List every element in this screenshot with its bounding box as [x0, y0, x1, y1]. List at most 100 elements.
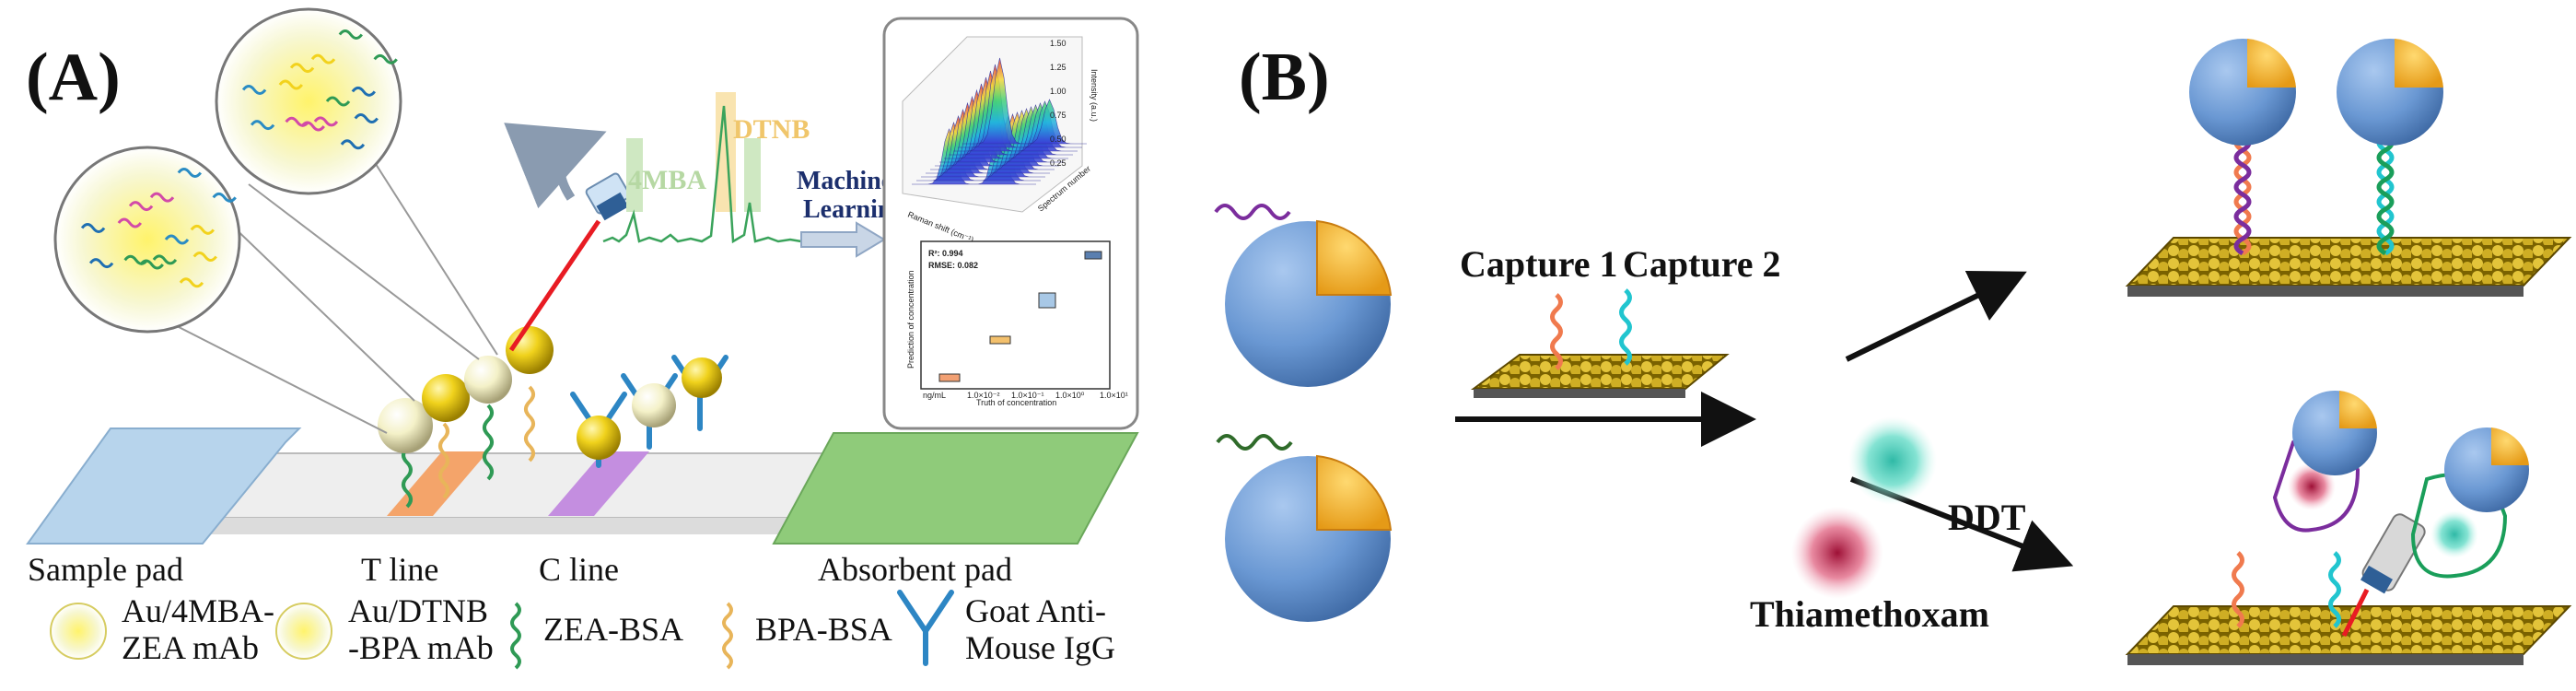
panel-b: (B) Capture 1 Capture 2 DDT Thiamet — [1214, 39, 2572, 665]
antibody-squiggle — [289, 63, 315, 74]
regression-x-tick: ng/mL — [923, 391, 946, 400]
antibody-squiggle — [241, 85, 267, 95]
3d-spectra-plot: Intensity (a.u.) Raman shift (cm⁻¹) Spec… — [902, 36, 1099, 244]
legend-bpa-bsa: BPA-BSA — [755, 611, 892, 648]
spectrum-label-4mba: 4MBA — [628, 165, 706, 195]
magnifier-au-4mba — [53, 146, 415, 434]
capture-substrate — [1470, 288, 1730, 398]
pale-nanoparticle — [378, 398, 433, 453]
ddt-label: DDT — [1948, 497, 2026, 538]
antibody-squiggle — [88, 258, 114, 269]
thiamethoxam-label: Thiamethoxam — [1750, 593, 1989, 635]
capture2-label: Capture 2 — [1623, 243, 1780, 285]
antibody-squiggle — [338, 29, 364, 40]
pale-nanoparticle — [632, 383, 676, 427]
c-line-band — [548, 451, 649, 516]
regression-xlabel: Truth of concentration — [976, 398, 1056, 407]
magnifier-contents — [80, 29, 398, 288]
legend-goat-line2: Mouse IgG — [965, 629, 1115, 666]
lateral-flow-strip — [26, 427, 1139, 545]
plot3d-zlabel: Intensity (a.u.) — [1090, 69, 1099, 122]
plot3d-z-tick: 0.25 — [1050, 158, 1067, 168]
antibody-squiggle — [373, 53, 398, 64]
au-dtnb-legend-icon — [275, 603, 332, 660]
antibody-squiggle — [117, 217, 143, 228]
plot3d-z-tick: 0.75 — [1050, 111, 1067, 120]
regression-x-tick: 1.0×10¹ — [1100, 391, 1128, 400]
antibody-squiggle — [179, 277, 204, 288]
regression-boxes — [938, 251, 1102, 382]
zea-bsa-legend-icon — [510, 602, 521, 670]
absorbent-pad — [772, 432, 1139, 545]
antibody-squiggle — [325, 96, 351, 107]
c-line-label: C line — [539, 551, 619, 588]
antibody-squiggle — [313, 116, 339, 127]
regression-r2: R²: 0.994 — [928, 249, 963, 258]
antibody-squiggle — [340, 139, 366, 150]
sample-pad — [26, 427, 302, 545]
curved-arrow-icon — [504, 123, 607, 209]
antibody-squiggle — [212, 192, 237, 203]
legend-au-4mba-line1: Au/4MBA- — [122, 592, 274, 629]
raman-spectrum: 4MBA DTNB — [602, 92, 810, 244]
antibody-squiggle — [164, 234, 190, 245]
gold-nanoparticle — [682, 357, 722, 398]
legend-au-dtnb-line1: Au/DTNB — [348, 592, 488, 629]
laser-objective-icon — [508, 172, 631, 352]
thiamethoxam-molecule-icon — [1791, 507, 1883, 599]
regression-x-ticks: ng/mL 1.0×10⁻² 1.0×10⁻¹ 1.0×10⁰ 1.0×10¹ — [923, 391, 1128, 400]
bound-substrate-result — [2125, 39, 2572, 297]
pale-nanoparticle — [464, 356, 512, 404]
antibody-squiggle — [300, 121, 325, 132]
plot3d-z-tick: 0.50 — [1050, 135, 1067, 144]
legend-au-dtnb-line2: -BPA mAb — [348, 629, 494, 666]
spectrum-label-dtnb: DTNB — [733, 114, 810, 145]
goat-igg-legend-icon — [897, 590, 954, 666]
antibody-squiggle — [152, 254, 178, 265]
gold-nanoparticle — [422, 374, 470, 422]
antibody-squiggle — [310, 53, 336, 64]
antibody-squiggle — [80, 223, 106, 233]
magnifier-au-dtnb — [215, 7, 498, 360]
antibody-squiggle — [354, 112, 379, 123]
core-shell-particle-purple — [1214, 204, 1393, 387]
unbound-substrate-result — [2125, 391, 2572, 665]
sample-pad-label: Sample pad — [28, 551, 183, 588]
antibody-squiggle — [177, 168, 203, 178]
antibody-squiggle — [192, 251, 217, 262]
gold-nanoparticle — [577, 416, 621, 460]
spectrum-trace — [962, 57, 1087, 145]
regression-x-tick: 1.0×10⁻² — [967, 391, 1000, 400]
plot3d-z-tick: 1.50 — [1050, 39, 1067, 48]
plot3d-z-ticks: 0.25 0.50 0.75 1.00 1.25 1.50 — [1050, 39, 1067, 168]
capture1-label: Capture 1 — [1460, 243, 1617, 285]
antibody-squiggle — [250, 120, 275, 131]
laser-probe-icon — [2341, 513, 2426, 638]
absorbent-pad-label: Absorbent pad — [818, 551, 1012, 588]
au-4mba-legend-icon — [50, 603, 107, 660]
antibody-squiggle — [190, 224, 216, 235]
panel-b-label: (B) — [1239, 40, 1330, 115]
legend-goat-line1: Goat Anti- — [965, 592, 1106, 629]
antibody-squiggle — [351, 86, 377, 97]
legend-zea-bsa: ZEA-BSA — [543, 611, 683, 648]
ml-label-line1: Machine — [797, 167, 892, 195]
antibody-squiggle — [128, 201, 154, 212]
results-box: Intensity (a.u.) Raman shift (cm⁻¹) Spec… — [882, 17, 1139, 430]
regression-rmse: RMSE: 0.082 — [928, 261, 978, 270]
antibody-squiggle — [139, 259, 164, 270]
ddt-molecule-icon — [1848, 416, 1937, 505]
plot3d-z-tick: 1.25 — [1050, 63, 1067, 72]
plot3d-z-tick: 1.00 — [1050, 87, 1067, 96]
upper-arrow — [1845, 271, 2027, 362]
panel-a-label: (A) — [26, 40, 121, 115]
regression-x-tick: 1.0×10⁻¹ — [1011, 391, 1044, 400]
antibody-squiggle — [149, 192, 175, 203]
regression-x-tick: 1.0×10⁰ — [1055, 391, 1085, 400]
antibody-squiggle — [278, 79, 304, 90]
regression-ylabel: Prediction of concentration — [906, 270, 915, 369]
regression-plot: R²: 0.994 RMSE: 0.082 Truth of concentra… — [906, 240, 1128, 407]
bpa-bsa-legend-icon — [722, 602, 733, 670]
legend: Au/4MBA- ZEA mAb Au/DTNB -BPA mAb ZEA-BS… — [50, 590, 1115, 670]
